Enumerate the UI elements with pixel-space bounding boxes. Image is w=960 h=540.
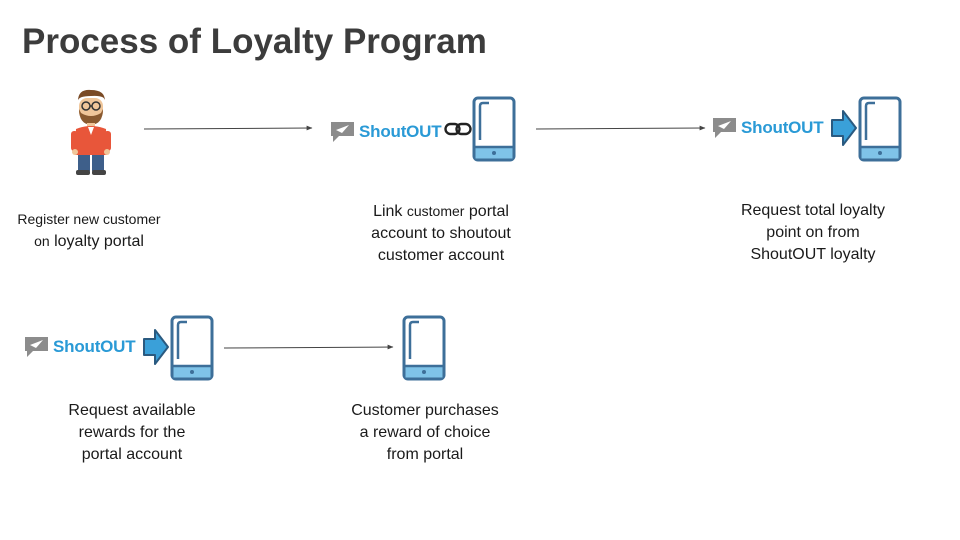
caption-link: Link customer portal account to shoutout… [340, 200, 542, 267]
connector-arrow-2 [535, 125, 706, 131]
caption-purchase-line2: a reward of choice [359, 424, 491, 441]
caption-purchase: Customer purchases a reward of choice fr… [322, 400, 528, 466]
caption-register-line2: on loyalty portal [0, 230, 178, 253]
caption-purchase-line3: from portal [386, 446, 464, 463]
caption-register: Register new customer on loyalty portal [0, 208, 178, 253]
connector-arrow-3 [223, 344, 394, 350]
caption-link-part-a: Link [373, 203, 407, 220]
paper-plane-chat-icon [25, 337, 48, 357]
caption-register-rest: loyalty portal [49, 233, 144, 250]
caption-link-line1: Link customer portal [340, 200, 542, 223]
caption-request-points-line2: point on from [766, 224, 860, 241]
caption-register-small: on [34, 233, 50, 249]
caption-request-points: Request total loyalty point on from Shou… [712, 200, 914, 266]
shoutout-logo: ShoutOUT [712, 115, 824, 141]
person-with-beard-icon [71, 89, 111, 175]
right-arrow-icon [831, 110, 857, 146]
paper-plane-chat-icon [713, 118, 736, 138]
caption-register-line1: Register new customer [17, 211, 161, 227]
caption-request-rewards: Request available rewards for the portal… [30, 400, 234, 466]
paper-plane-chat-icon [331, 122, 354, 142]
caption-request-rewards-line2: rewards for the [78, 424, 186, 441]
smartphone-icon [402, 315, 446, 381]
caption-link-part-b: portal [464, 203, 509, 220]
smartphone-icon [858, 96, 902, 162]
link-icon [444, 122, 472, 136]
shoutout-logo: ShoutOUT [24, 334, 136, 360]
caption-link-line3: customer account [377, 247, 505, 264]
caption-request-rewards-line1: Request available [68, 402, 196, 419]
smartphone-icon [472, 96, 516, 162]
brand-name: ShoutOUT [53, 337, 136, 356]
caption-link-small: customer [406, 203, 465, 219]
caption-request-rewards-line3: portal account [81, 446, 183, 463]
caption-request-points-line3: ShoutOUT loyalty [750, 246, 876, 263]
page-title: Process of Loyalty Program [22, 22, 487, 61]
step-register [68, 89, 114, 177]
right-arrow-icon [143, 329, 169, 365]
caption-link-line2: account to shoutout [371, 225, 511, 242]
caption-request-points-line1: Request total loyalty [740, 202, 886, 219]
shoutout-logo: ShoutOUT [330, 119, 442, 145]
connector-arrow-1 [143, 125, 313, 131]
brand-name: ShoutOUT [741, 118, 824, 137]
caption-purchase-line1: Customer purchases [351, 402, 499, 419]
smartphone-icon [170, 315, 214, 381]
brand-name: ShoutOUT [359, 122, 442, 141]
